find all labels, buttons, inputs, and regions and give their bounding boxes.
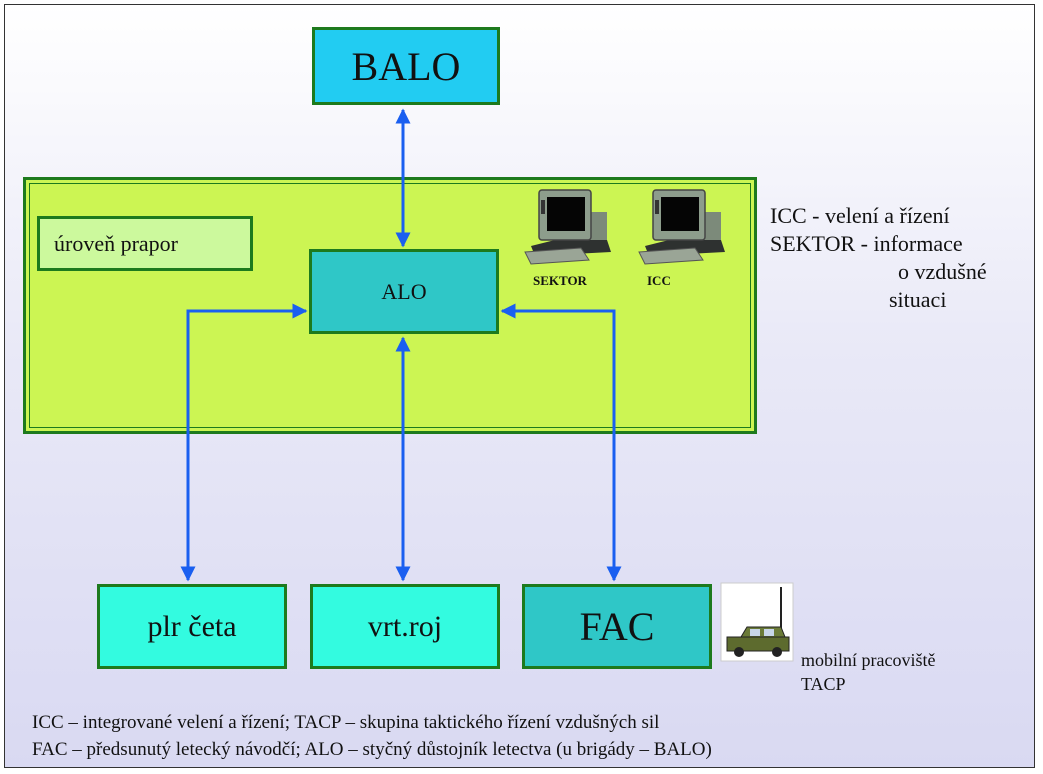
footer-legend-line2: FAC – předsunutý letecký návodčí; ALO – … bbox=[32, 739, 712, 760]
connector-layer bbox=[180, 108, 794, 662]
side-note-icc: ICC - velení a řízení bbox=[770, 203, 950, 228]
icc-computer-icon bbox=[638, 189, 725, 265]
side-note-vzdusne: o vzdušné bbox=[898, 259, 987, 284]
alo-plr-arrow bbox=[180, 303, 308, 582]
alo-node: ALO bbox=[309, 249, 499, 334]
side-note-sektor: SEKTOR - informace bbox=[770, 231, 963, 256]
slide-frame: BALO úroveň prapor SEKTOR ICC ALO plr če… bbox=[4, 4, 1035, 768]
vehicle-caption-line1: mobilní pracoviště bbox=[801, 650, 936, 670]
vehicle-caption-line2: TACP bbox=[801, 674, 846, 694]
balo-node: BALO bbox=[312, 27, 500, 105]
side-note-situaci: situaci bbox=[889, 287, 947, 312]
sektor-label: SEKTOR bbox=[533, 273, 587, 288]
vehicle-icon bbox=[720, 582, 794, 662]
fac-node: FAC bbox=[522, 584, 712, 669]
workstation-icons bbox=[524, 189, 725, 265]
sektor-computer-icon bbox=[524, 189, 611, 265]
alo-fac-arrow bbox=[500, 303, 622, 582]
vrt-roj-node: vrt.roj bbox=[310, 584, 500, 669]
icc-label: ICC bbox=[647, 273, 671, 288]
footer-legend-line1: ICC – integrované velení a řízení; TACP … bbox=[32, 712, 660, 733]
battalion-level-label: úroveň prapor bbox=[37, 216, 253, 271]
container-inner-border bbox=[29, 183, 751, 428]
plr-ceta-node: plr četa bbox=[97, 584, 287, 669]
